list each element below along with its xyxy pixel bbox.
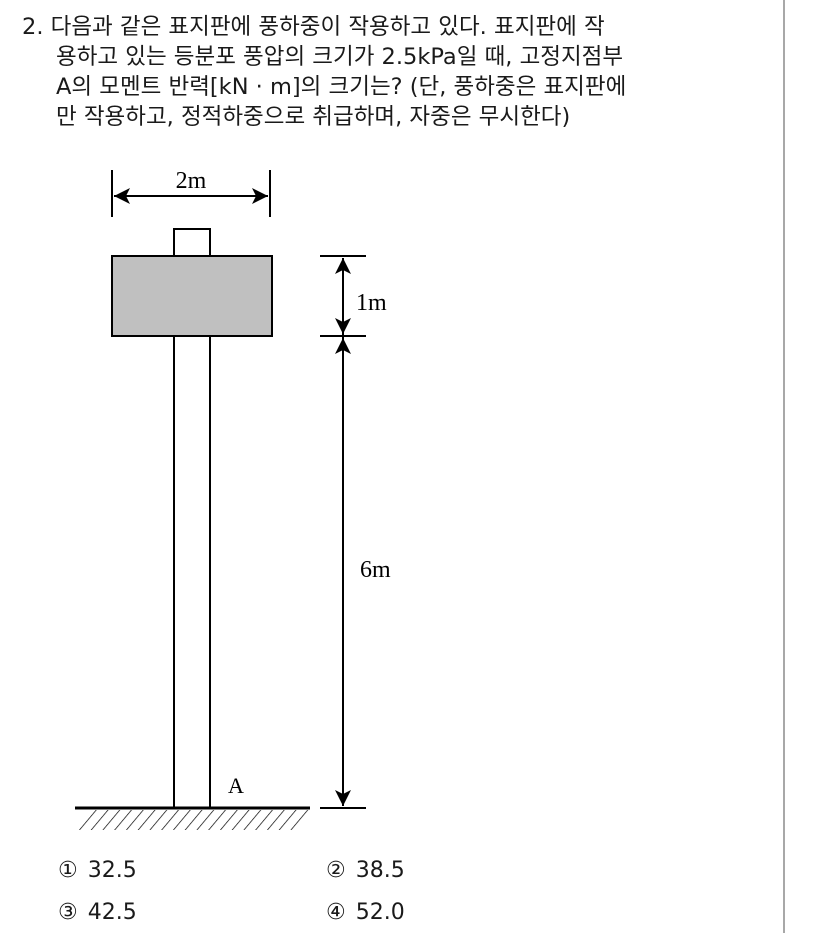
question-line-1: 2. 다음과 같은 표지판에 풍하중이 작용하고 있다. 표지판에 작 — [22, 14, 605, 40]
support-label: A — [228, 773, 244, 798]
post-top — [173, 228, 211, 257]
question-line-4: 만 작용하고, 정적하중으로 취급하며, 자중은 무시한다) — [56, 104, 571, 130]
sign-height-label: 1m — [356, 290, 387, 316]
question-line-3: A의 모멘트 반력[kN · m]의 크기는? (단, 풍하중은 표지판에 — [56, 74, 627, 100]
question-text: 2. 다음과 같은 표지판에 풍하중이 작용하고 있다. 표지판에 작 용하고 … — [22, 12, 772, 132]
width-label: 2m — [176, 168, 207, 194]
page-divider — [783, 0, 785, 933]
sign-board — [111, 255, 273, 337]
question-line-2: 용하고 있는 등분포 풍압의 크기가 2.5kPa일 때, 고정지점부 — [56, 44, 624, 70]
height-dimension: 1m 6m — [320, 255, 391, 809]
fixed-support — [75, 806, 310, 830]
post-height-label: 6m — [360, 557, 391, 583]
width-dimension: 2m — [111, 168, 271, 217]
